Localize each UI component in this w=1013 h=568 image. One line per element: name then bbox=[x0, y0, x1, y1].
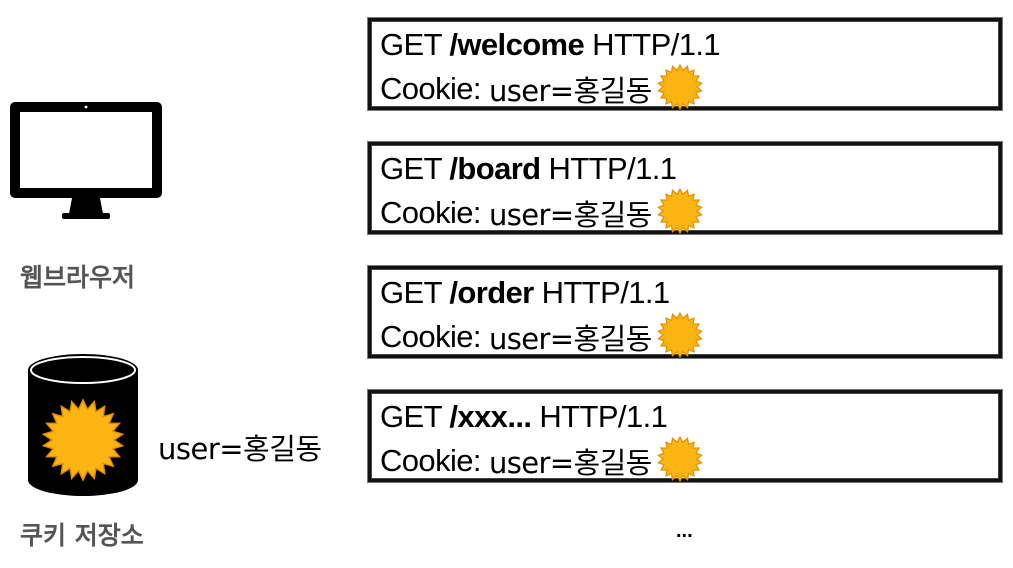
cookie-burst-icon bbox=[656, 187, 703, 235]
storage-label: 쿠키 저장소 bbox=[20, 521, 144, 550]
cookie-header-line: Cookie: user=홍길동 bbox=[380, 435, 704, 483]
request-box: GET /xxx... HTTP/1.1 Cookie: user=홍길동 bbox=[368, 390, 1002, 483]
request-protocol: HTTP/1.1 bbox=[592, 27, 721, 62]
database-icon bbox=[28, 354, 138, 496]
stored-cookie-value: user=홍길동 bbox=[158, 432, 322, 466]
cookie-header-line: Cookie: user=홍길동 bbox=[380, 187, 704, 235]
request-box: GET /welcome HTTP/1.1 Cookie: user=홍길동 bbox=[368, 18, 1002, 111]
request-line: GET /order HTTP/1.1 bbox=[380, 275, 670, 311]
request-protocol: HTTP/1.1 bbox=[548, 151, 677, 186]
browser-label: 웹브라우저 bbox=[20, 263, 136, 292]
more-requests-indicator: ... bbox=[676, 520, 693, 542]
cookie-header-name: Cookie: bbox=[380, 443, 482, 478]
cookie-header-name: Cookie: bbox=[380, 195, 482, 230]
cookie-burst-icon bbox=[41, 398, 125, 482]
request-method: GET bbox=[380, 275, 442, 310]
cookie-header-line: Cookie: user=홍길동 bbox=[380, 311, 704, 359]
request-protocol: HTTP/1.1 bbox=[541, 275, 670, 310]
request-path: /board bbox=[449, 151, 541, 186]
cookie-burst-icon bbox=[656, 63, 703, 111]
cookie-header-line: Cookie: user=홍길동 bbox=[380, 63, 704, 111]
cookie-header-value: user=홍길동 bbox=[488, 198, 652, 232]
cookie-header-value: user=홍길동 bbox=[488, 74, 652, 108]
request-line: GET /xxx... HTTP/1.1 bbox=[380, 399, 668, 435]
request-line: GET /welcome HTTP/1.1 bbox=[380, 27, 721, 63]
cookie-header-value: user=홍길동 bbox=[488, 446, 652, 480]
request-path: /welcome bbox=[449, 27, 585, 62]
request-path: /order bbox=[449, 275, 534, 310]
request-box: GET /board HTTP/1.1 Cookie: user=홍길동 bbox=[368, 142, 1002, 235]
request-box: GET /order HTTP/1.1 Cookie: user=홍길동 bbox=[368, 266, 1002, 359]
request-method: GET bbox=[380, 399, 442, 434]
request-protocol: HTTP/1.1 bbox=[539, 399, 668, 434]
request-line: GET /board HTTP/1.1 bbox=[380, 151, 677, 187]
monitor-icon bbox=[10, 102, 162, 219]
cookie-header-name: Cookie: bbox=[380, 319, 482, 354]
request-method: GET bbox=[380, 27, 442, 62]
cookie-burst-icon bbox=[656, 311, 703, 359]
request-path: /xxx... bbox=[449, 399, 532, 434]
cookie-burst-icon bbox=[656, 435, 703, 483]
request-method: GET bbox=[380, 151, 442, 186]
cookie-header-value: user=홍길동 bbox=[488, 322, 652, 356]
cookie-header-name: Cookie: bbox=[380, 71, 482, 106]
